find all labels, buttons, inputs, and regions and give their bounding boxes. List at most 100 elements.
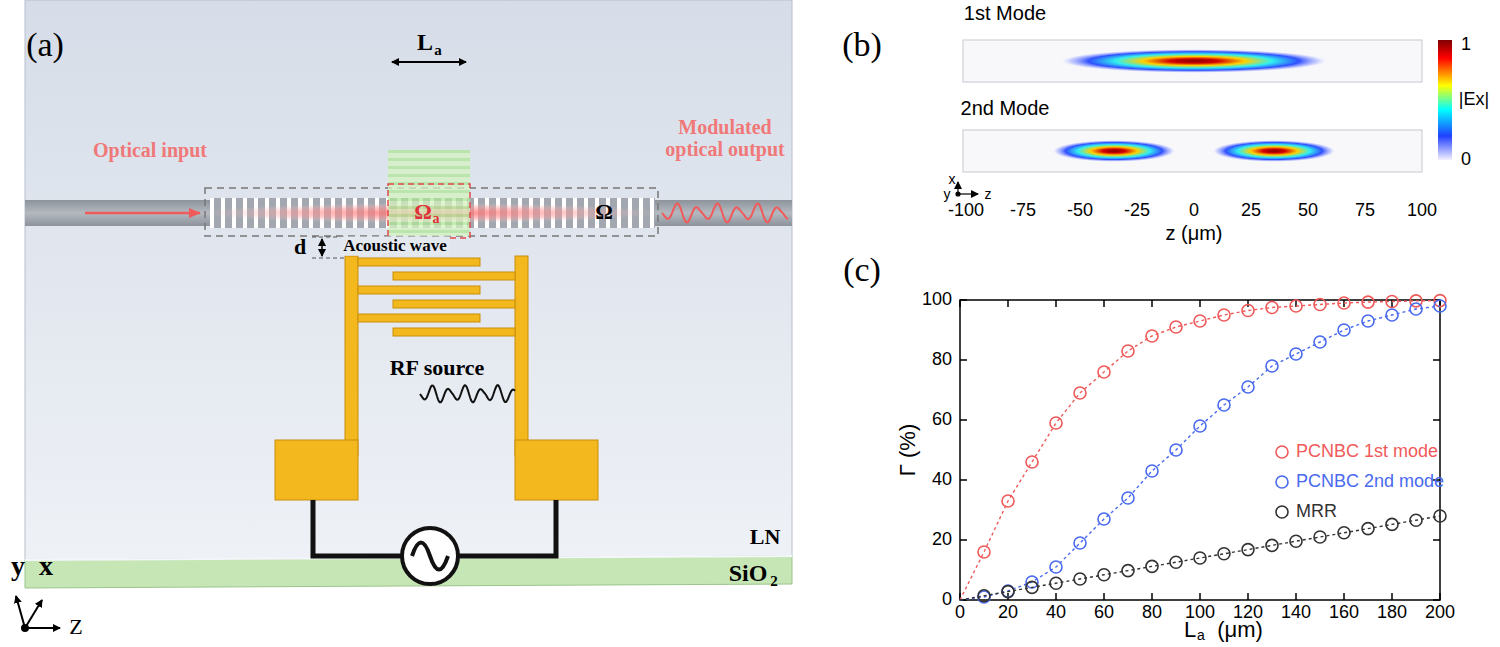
data-point <box>1290 300 1302 312</box>
data-point <box>1338 324 1350 336</box>
data-point <box>1266 302 1278 314</box>
tick-label: -25 <box>1124 201 1150 221</box>
drawing-part <box>25 627 60 629</box>
drawing-part <box>1055 300 1057 307</box>
data-point <box>1386 296 1398 308</box>
source-label: RF source <box>390 356 485 380</box>
rf-signal <box>420 385 515 402</box>
drawing-part <box>959 300 961 307</box>
drawing-part <box>960 299 967 301</box>
data-point <box>1002 495 1014 507</box>
drawing-part <box>1059 49 1329 73</box>
tick-label: -75 <box>1010 201 1036 221</box>
drawing-part <box>1052 140 1176 162</box>
drawing-part <box>25 0 792 560</box>
drawing-part <box>275 440 358 500</box>
tick-label: -100 <box>948 201 984 221</box>
panel-tag: (c) <box>843 251 881 288</box>
drawing-part <box>388 150 470 236</box>
drawing-part <box>960 359 967 361</box>
drawing-part <box>1007 300 1009 307</box>
subscript: a <box>433 211 440 226</box>
drawing-part <box>1433 359 1440 361</box>
data-point <box>978 590 990 602</box>
data-point <box>1194 552 1206 564</box>
drawing-part <box>1247 300 1249 307</box>
data-point <box>1314 336 1326 348</box>
data-point <box>1098 366 1110 378</box>
data-point <box>978 546 990 558</box>
legend-marker <box>1276 446 1288 458</box>
tick-label: 25 <box>1241 201 1261 221</box>
drawing-part <box>393 328 515 336</box>
drawing-part <box>1055 593 1057 600</box>
drawing-part <box>1433 539 1440 541</box>
data-point <box>1362 523 1374 535</box>
axis-title: L <box>1184 618 1196 642</box>
plot-frame <box>960 300 1440 600</box>
legend-label: PCNBC 2nd mode <box>1296 472 1444 492</box>
data-point <box>1074 387 1086 399</box>
data-point <box>1146 330 1158 342</box>
drawing-part <box>960 419 967 421</box>
legend-marker <box>1276 476 1288 488</box>
data-point <box>1050 561 1062 573</box>
drawing-part <box>1343 593 1345 600</box>
subscript: 2 <box>770 573 778 590</box>
drawing-part <box>1295 593 1297 600</box>
panel-tag: (b) <box>842 26 882 63</box>
data-point <box>1338 527 1350 539</box>
data-curves <box>960 295 1446 603</box>
legend-marker <box>1276 506 1288 518</box>
drawing-part <box>1247 593 1249 600</box>
drawing-part <box>960 539 967 541</box>
data-point <box>1002 586 1014 598</box>
tick-label: 60 <box>1094 603 1114 623</box>
data-point <box>1170 556 1182 568</box>
layer-label: LN <box>750 525 781 549</box>
drawing-part <box>392 61 466 63</box>
drawing-part <box>1103 300 1105 307</box>
circuit <box>313 500 556 584</box>
tick-label: 75 <box>1355 201 1375 221</box>
data-point <box>1266 539 1278 551</box>
frequency-symbol: Ω <box>414 200 432 224</box>
drawing-part <box>312 258 345 259</box>
tick-label: 180 <box>1377 603 1407 623</box>
beam-label: Optical input <box>93 139 207 161</box>
data-point <box>1146 465 1158 477</box>
drawing-part <box>345 256 358 456</box>
tick-label: 0 <box>1189 201 1199 221</box>
data-point <box>1362 296 1374 308</box>
drawing-part <box>321 239 323 256</box>
data-point <box>1122 345 1134 357</box>
tick-label: 140 <box>1281 603 1311 623</box>
tick-label: 60 <box>932 410 952 430</box>
drawing-part <box>25 600 42 628</box>
tick-label: 160 <box>1329 603 1359 623</box>
drawing-part <box>515 256 528 456</box>
data-point <box>1122 565 1134 577</box>
data-point <box>1362 315 1374 327</box>
data-point <box>1338 297 1350 309</box>
tick-label: 80 <box>932 350 952 370</box>
axis-name: z <box>985 187 992 202</box>
drawing-part <box>1199 300 1201 307</box>
drawing-part <box>1433 599 1440 601</box>
layer-label: SiO <box>729 560 768 586</box>
legend-label: PCNBC 1st mode <box>1296 442 1438 462</box>
data-point <box>1242 381 1254 393</box>
tick-label: 0 <box>955 603 965 623</box>
drawing-part <box>358 286 480 294</box>
arrows <box>85 62 466 258</box>
beam-label: Modulated optical output <box>653 116 798 160</box>
axis-title: Γ (%) <box>896 424 920 476</box>
drawing-part <box>1103 593 1105 600</box>
data-point <box>1170 321 1182 333</box>
data-point <box>1314 299 1326 311</box>
data-point <box>1194 420 1206 432</box>
drawing-part <box>956 192 960 196</box>
data-point <box>1050 417 1062 429</box>
tick-label: 80 <box>1142 603 1162 623</box>
